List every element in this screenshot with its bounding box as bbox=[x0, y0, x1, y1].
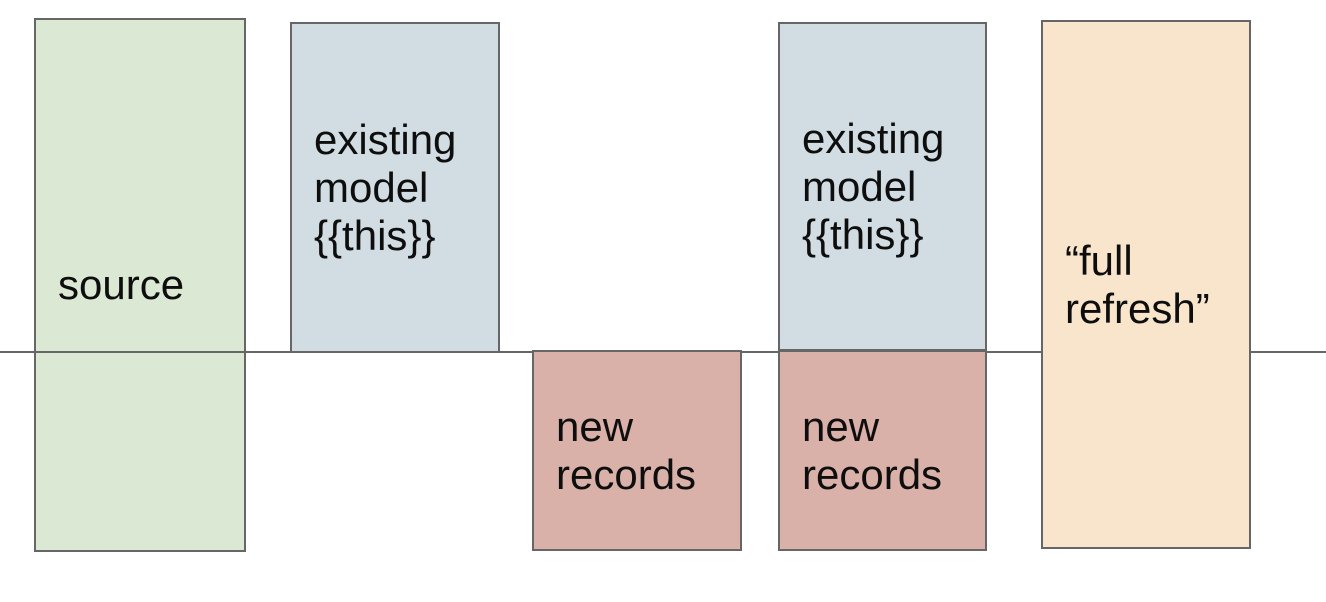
source-box-label: source bbox=[58, 261, 185, 308]
new-records-box-1: new records bbox=[532, 350, 742, 551]
existing-model-box-1-label: existing model {{this}} bbox=[314, 115, 457, 259]
source-box: source bbox=[34, 18, 246, 552]
existing-model-box-2-label: existing model {{this}} bbox=[802, 114, 945, 258]
existing-model-box-2: existing model {{this}} bbox=[778, 22, 987, 351]
new-records-box-2-label: new records bbox=[802, 402, 943, 498]
new-records-box-2: new records bbox=[778, 350, 987, 551]
existing-model-box-1: existing model {{this}} bbox=[290, 22, 500, 353]
full-refresh-box: “full refresh” bbox=[1041, 20, 1251, 549]
new-records-box-1-label: new records bbox=[556, 402, 697, 498]
full-refresh-box-label: “full refresh” bbox=[1065, 236, 1210, 332]
